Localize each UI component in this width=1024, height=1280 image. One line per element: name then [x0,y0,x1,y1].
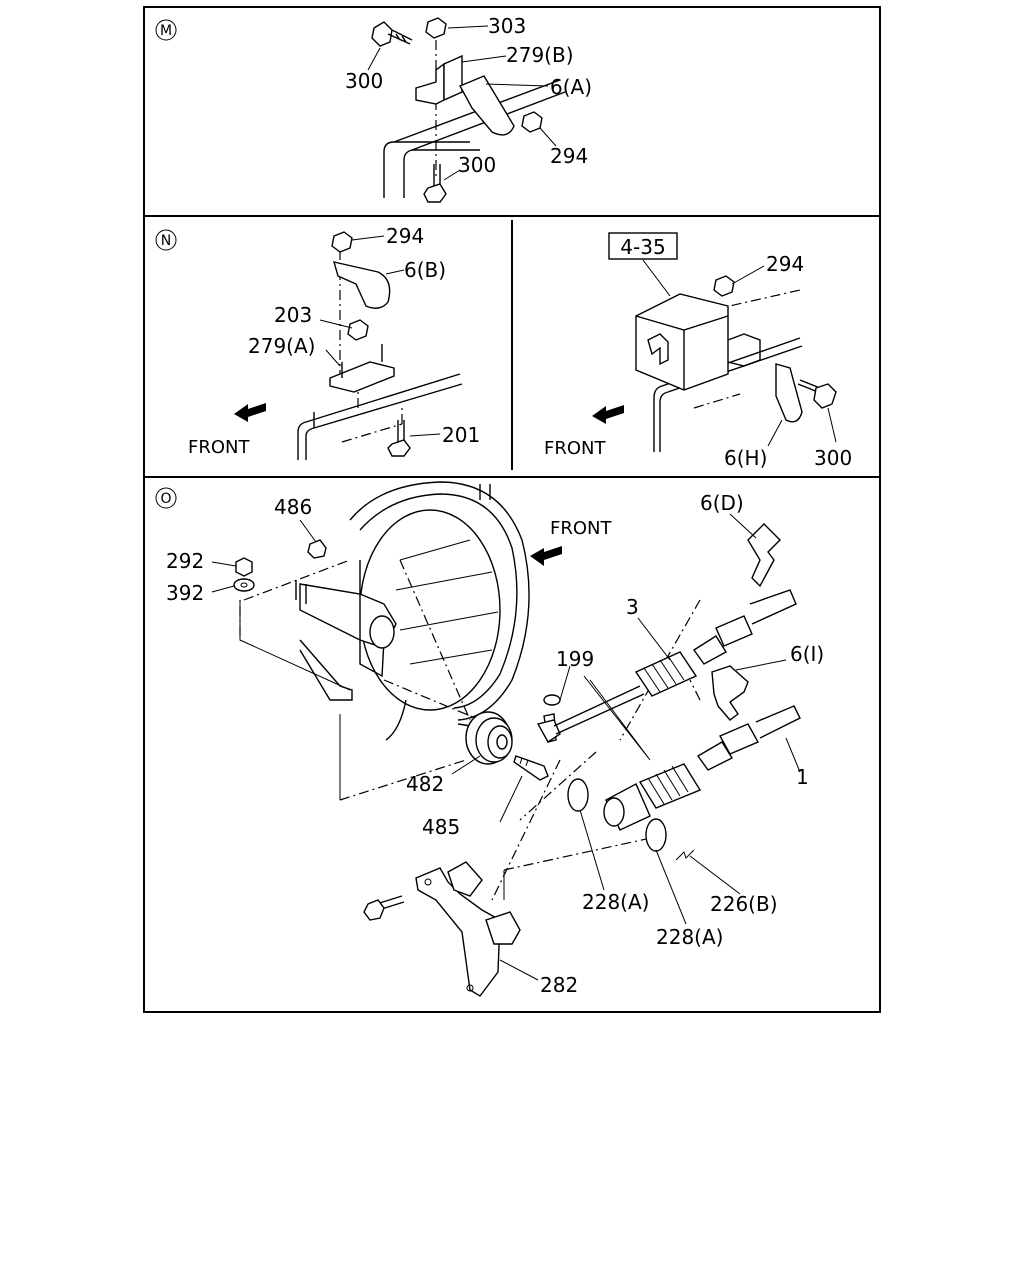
callout-292: 292 [166,549,204,573]
section-n-marker: N [161,233,171,249]
callout-6h: 6(H) [724,446,767,470]
callout-294: 294 [550,144,588,168]
front-label-n: FRONT [188,437,250,458]
callout-392: 392 [166,581,204,605]
callout-300-right: 300 [814,446,852,470]
callout-6b: 6(B) [404,258,446,282]
callout-1: 1 [796,765,809,789]
front-arrow-icon [530,546,562,566]
cable-1 [605,705,801,831]
diagram-frame [143,6,881,1013]
callout-279a: 279(A) [248,334,315,358]
bush-482 [465,711,513,765]
callout-300-upper: 300 [345,69,383,93]
reference-box [608,232,678,260]
bolt-300-upper [371,21,413,47]
callout-6a: 6(A) [550,75,592,99]
callout-201: 201 [442,423,480,447]
callout-294-n: 294 [386,224,424,248]
section-o-marker: O [160,491,171,507]
section-n-right: 4-35 FRONT 294 6(H) 300 [544,232,852,470]
callout-486: 486 [274,495,312,519]
callout-199: 199 [556,647,594,671]
callout-294-right: 294 [766,252,804,276]
callout-228a-lower: 228(A) [656,925,723,949]
callout-303: 303 [488,14,526,38]
callout-226b: 226(B) [710,892,778,916]
section-o: O [155,481,824,997]
reference-box-label: 4-35 [620,235,665,259]
callout-3: 3 [626,595,639,619]
callout-279b: 279(B) [506,43,574,67]
callout-228a-upper: 228(A) [582,890,649,914]
callout-6i: 6(I) [790,642,824,666]
transmission-housing [295,481,530,741]
section-m-marker: M [160,23,172,39]
nut-294 [521,111,543,133]
callout-203: 203 [274,303,312,327]
section-m: M 303 279 [155,14,592,203]
callout-485: 485 [422,815,460,839]
front-label-n-right: FRONT [544,438,606,459]
nut-303 [425,17,447,39]
callout-282: 282 [540,973,578,997]
bracket-282 [363,861,521,997]
bolt-300-lower [423,164,447,203]
callout-482: 482 [406,772,444,796]
cable-3 [553,589,797,735]
callout-300-lower: 300 [458,153,496,177]
front-arrow-icon [592,405,624,424]
section-n: N FRONT 294 6(B) 203 279( [155,224,480,460]
front-label-o: FRONT [550,518,612,539]
callout-6d: 6(D) [700,491,744,515]
front-arrow-icon [234,403,266,422]
